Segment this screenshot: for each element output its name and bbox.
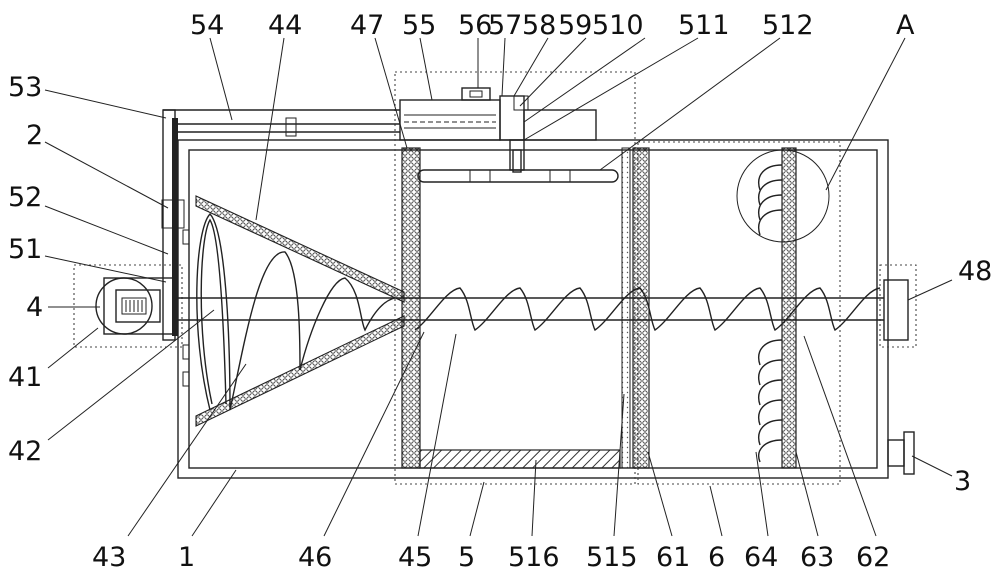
main-shaft	[174, 279, 909, 341]
belt-drive	[161, 109, 400, 387]
label-46: 46	[298, 542, 332, 573]
label-62: 62	[856, 542, 890, 573]
top-gearbox	[399, 87, 597, 173]
label-53: 53	[8, 72, 42, 103]
label-44: 44	[268, 10, 302, 41]
label-510: 510	[592, 10, 644, 41]
label-2: 2	[26, 120, 43, 151]
label-515: 515	[586, 542, 638, 573]
label-48: 48	[958, 256, 992, 287]
label-41: 41	[8, 362, 42, 393]
label-56: 56	[458, 10, 492, 41]
label-512: 512	[762, 10, 814, 41]
label-A: A	[896, 10, 915, 41]
label-511: 511	[678, 10, 730, 41]
label-43: 43	[92, 542, 126, 573]
label-54: 54	[190, 10, 224, 41]
label-61: 61	[656, 542, 690, 573]
label-64: 64	[744, 542, 778, 573]
filter-screens	[401, 147, 797, 469]
cone-hopper	[195, 195, 405, 427]
label-59: 59	[558, 10, 592, 41]
label-52: 52	[8, 182, 42, 213]
label-516: 516	[508, 542, 560, 573]
label-63: 63	[800, 542, 834, 573]
label-51: 51	[8, 234, 42, 265]
label-5: 5	[458, 542, 475, 573]
label-3: 3	[954, 466, 971, 497]
label-1: 1	[178, 542, 195, 573]
label-42: 42	[8, 436, 42, 467]
label-58: 58	[522, 10, 556, 41]
bottom-plate	[419, 449, 621, 469]
drive-motor	[95, 277, 175, 335]
label-4: 4	[26, 292, 43, 323]
label-6: 6	[708, 542, 725, 573]
label-47: 47	[350, 10, 384, 41]
leader-lines	[44, 37, 953, 537]
label-57: 57	[488, 10, 522, 41]
curved-blades	[736, 149, 830, 463]
label-55: 55	[402, 10, 436, 41]
spiral-blades	[196, 212, 881, 411]
label-45: 45	[398, 542, 432, 573]
outlet-pipe	[887, 431, 915, 475]
part-labels: 54 44 47 55 56 57 58 59 510 511 512 A 53…	[8, 10, 992, 573]
